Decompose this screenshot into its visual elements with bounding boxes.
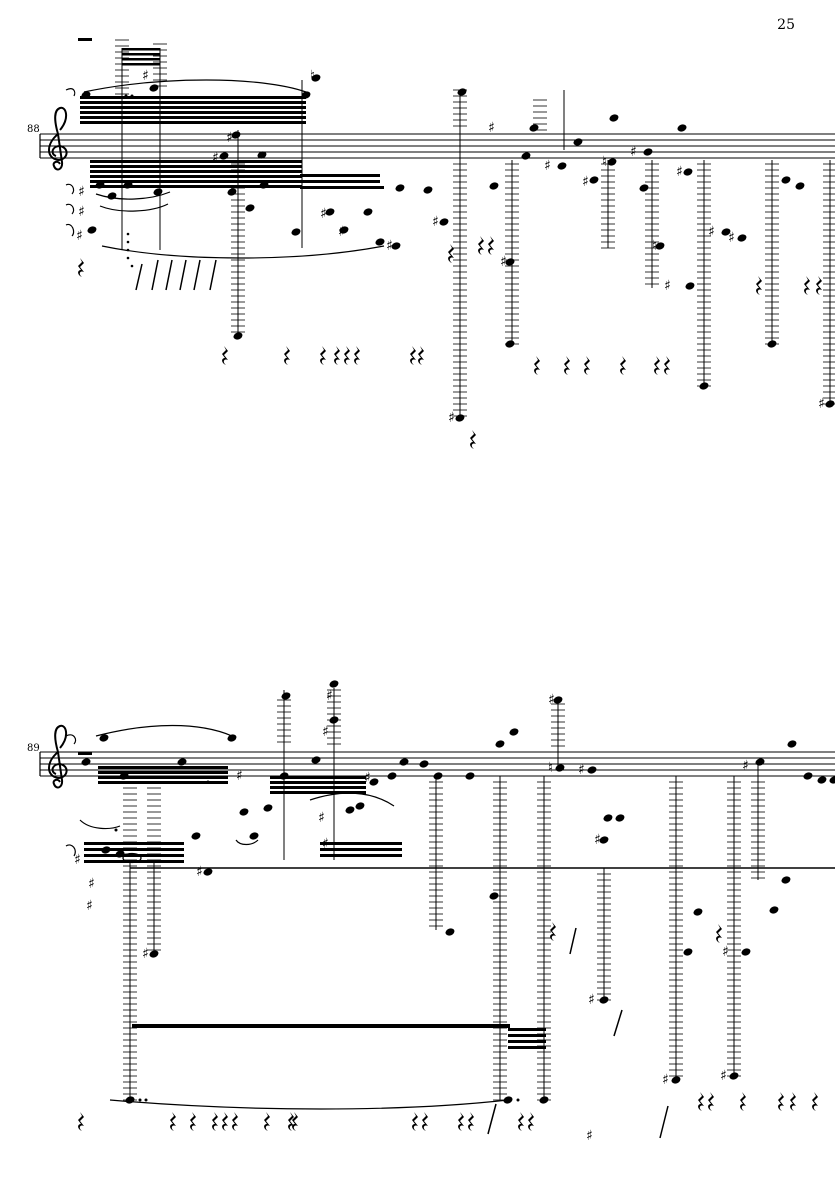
- svg-text:♯: ♯: [676, 164, 683, 180]
- svg-text:♯: ♯: [196, 864, 203, 880]
- svg-text:♯: ♯: [544, 158, 551, 174]
- svg-text:♯: ♯: [142, 68, 149, 84]
- svg-text:♯: ♯: [664, 278, 671, 294]
- svg-text:♯: ♯: [338, 224, 345, 240]
- svg-text:♯: ♯: [488, 120, 495, 136]
- measure-number-89: 89: [27, 743, 40, 754]
- svg-text:♯: ♯: [578, 762, 585, 778]
- treble-clef-icon: [48, 106, 68, 171]
- svg-text:♯: ♯: [432, 214, 439, 230]
- svg-text:♯: ♯: [594, 832, 601, 848]
- svg-text:♯: ♯: [720, 1068, 727, 1084]
- svg-text:♯: ♯: [74, 852, 81, 868]
- svg-text:♮: ♮: [310, 68, 315, 84]
- system-89: ♯ ♯ ♯ ♯ ♯ ♯ ♯ ♯ ♯ ♯ ♯ ♯ ♮ ♯ ♯ ♯ ♯ ♯ ♯ ♯ ♯: [39, 679, 835, 1144]
- system-88: ♯ ♯ ♯ ♯ ♯ ♯ ♮ ♯ ♯ ♯ ♯ ♯ ♯ ♯ ♯ ♮ ♯ ♯ ♯ ♯ ♯ ♯ ♯ ♮: [39, 38, 835, 449]
- staff-88: [39, 133, 835, 159]
- svg-text:♯: ♯: [500, 254, 507, 270]
- svg-text:♮: ♮: [548, 760, 553, 776]
- svg-text:♯: ♯: [582, 174, 589, 190]
- svg-text:♯: ♯: [662, 1072, 669, 1088]
- svg-text:♮: ♮: [602, 154, 607, 170]
- svg-text:♯: ♯: [88, 876, 95, 892]
- treble-clef-icon: [48, 724, 68, 789]
- notes-89: [80, 679, 835, 1105]
- svg-text:♯: ♯: [818, 396, 825, 412]
- svg-text:♯: ♯: [728, 230, 735, 246]
- page-number: 25: [777, 17, 795, 33]
- svg-text:♯: ♯: [322, 724, 329, 740]
- measure-number-88: 88: [27, 124, 40, 135]
- svg-text:♯: ♯: [448, 410, 455, 426]
- svg-text:♯: ♯: [548, 692, 555, 708]
- svg-text:♯: ♯: [86, 898, 93, 914]
- svg-text:♯: ♯: [322, 836, 329, 852]
- svg-text:♯: ♯: [742, 758, 749, 774]
- svg-text:♯: ♯: [78, 204, 85, 220]
- svg-text:♯: ♯: [320, 206, 327, 222]
- svg-text:♮: ♮: [652, 238, 657, 254]
- svg-text:♯: ♯: [78, 184, 85, 200]
- svg-text:♯: ♯: [318, 810, 325, 826]
- svg-text:♯: ♯: [212, 150, 219, 166]
- svg-text:♯: ♯: [588, 992, 595, 1008]
- svg-text:♯: ♯: [630, 144, 637, 160]
- svg-text:♯: ♯: [364, 770, 371, 786]
- svg-text:♯: ♯: [236, 768, 243, 784]
- svg-text:♯: ♯: [586, 1128, 593, 1144]
- svg-text:♯: ♯: [226, 130, 233, 146]
- svg-text:♯: ♯: [142, 946, 149, 962]
- svg-text:♯: ♯: [722, 944, 729, 960]
- svg-text:♯: ♯: [326, 688, 333, 704]
- svg-text:♯: ♯: [76, 228, 83, 244]
- svg-text:♯: ♯: [386, 238, 393, 254]
- svg-text:♯: ♯: [708, 224, 715, 240]
